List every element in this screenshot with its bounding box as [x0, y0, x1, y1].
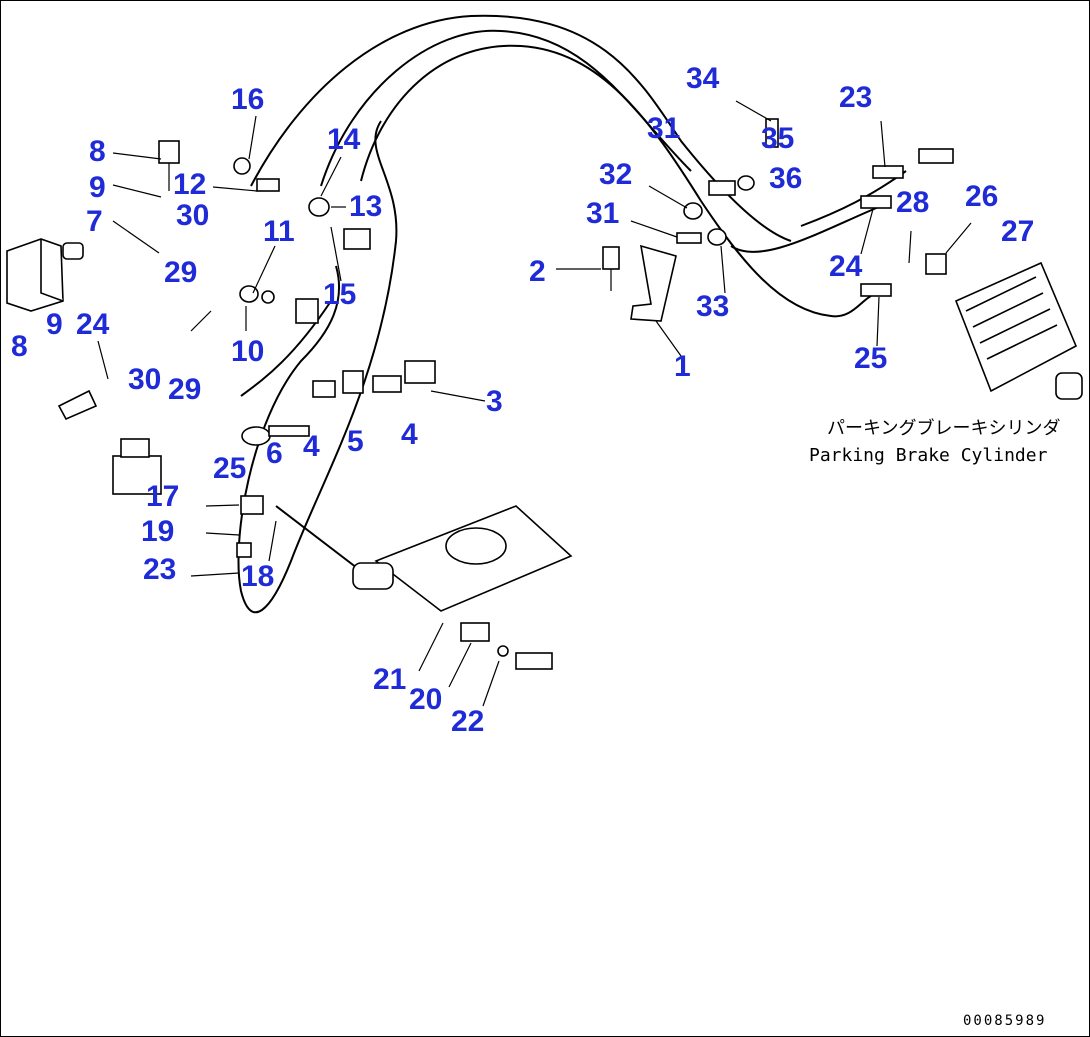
label-part: 11: [263, 215, 295, 248]
label-part: 7: [86, 205, 103, 238]
label-part: 1: [674, 350, 691, 383]
label-part: 19: [141, 515, 174, 548]
label-part: 23: [143, 553, 176, 586]
label-part: 20: [409, 683, 442, 716]
caption-japanese: パーキングブレーキシリンダ: [827, 417, 1060, 439]
label-part: 29: [168, 373, 201, 406]
label-part: 36: [769, 162, 802, 195]
label-part: 24: [76, 308, 110, 341]
label-part: 5: [347, 425, 364, 458]
label-part: 9: [89, 171, 106, 204]
label-part: 15: [323, 278, 356, 311]
label-part: 32: [599, 158, 632, 191]
label-part: 18: [241, 560, 274, 593]
label-part: 4: [401, 418, 418, 451]
label-part: 35: [761, 122, 794, 155]
label-part: 33: [696, 290, 729, 323]
label-part: 23: [839, 81, 872, 114]
label-part: 30: [128, 363, 161, 396]
hose-lines: [237, 14, 907, 614]
label-part: 2: [529, 255, 546, 288]
label-part: 31: [647, 112, 680, 145]
part-number-labels: 8 9 7 16 12 30 11 29 14 13 15 9 24 10 8 …: [11, 62, 1034, 738]
label-part: 25: [213, 452, 246, 485]
label-part: 28: [896, 186, 929, 219]
label-part: 31: [586, 197, 619, 230]
label-part: 10: [231, 335, 264, 368]
drawing-code: 00085989: [963, 1013, 1046, 1029]
label-part: 21: [373, 663, 406, 696]
label-part: 13: [349, 190, 382, 223]
label-part: 24: [829, 250, 863, 283]
leader-lines: [97, 100, 972, 707]
label-part: 6: [266, 437, 283, 470]
label-part: 12: [173, 168, 206, 201]
label-part: 3: [486, 385, 503, 418]
label-part: 9: [46, 308, 63, 341]
label-part: 25: [854, 342, 887, 375]
label-part: 16: [231, 83, 264, 116]
label-part: 22: [451, 705, 484, 738]
label-part: 17: [146, 480, 179, 513]
label-part: 14: [327, 123, 361, 156]
label-part: 26: [965, 180, 998, 213]
label-part: 29: [164, 256, 197, 289]
label-part: 4: [303, 430, 320, 463]
caption-english: Parking Brake Cylinder: [809, 445, 1048, 466]
label-part: 30: [176, 199, 209, 232]
label-part: 34: [686, 62, 720, 95]
parts: [6, 118, 1083, 670]
label-part: 8: [89, 135, 106, 168]
label-part: 27: [1001, 215, 1034, 248]
label-part: 8: [11, 330, 28, 363]
